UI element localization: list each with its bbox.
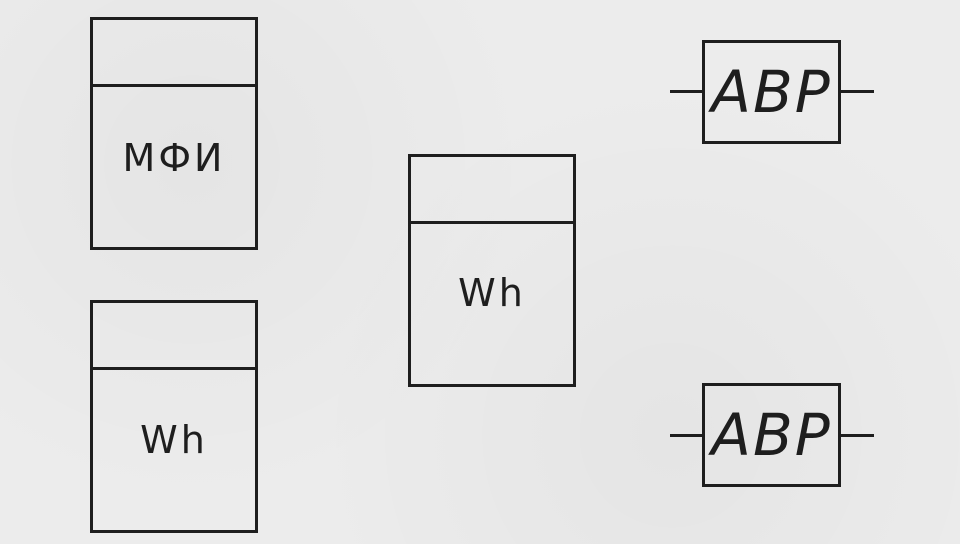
avr-wire-left [670,90,703,93]
meter-header [93,20,255,87]
meter-wh-symbol: Wh [408,154,576,387]
meter-header [93,303,255,370]
meter-header [411,157,573,224]
avr-wire-right [840,434,874,437]
meter-label: МФИ [122,136,226,180]
meter-mfi-symbol: МФИ [90,17,258,250]
avr-block-symbol: АВР [702,383,841,487]
avr-label: АВР [711,58,832,126]
avr-block-symbol: АВР [702,40,841,144]
avr-wire-left [670,434,703,437]
avr-wire-right [840,90,874,93]
meter-label: Wh [458,271,526,315]
meter-label: Wh [140,418,208,462]
avr-label: АВР [711,401,832,469]
meter-wh-symbol: Wh [90,300,258,533]
